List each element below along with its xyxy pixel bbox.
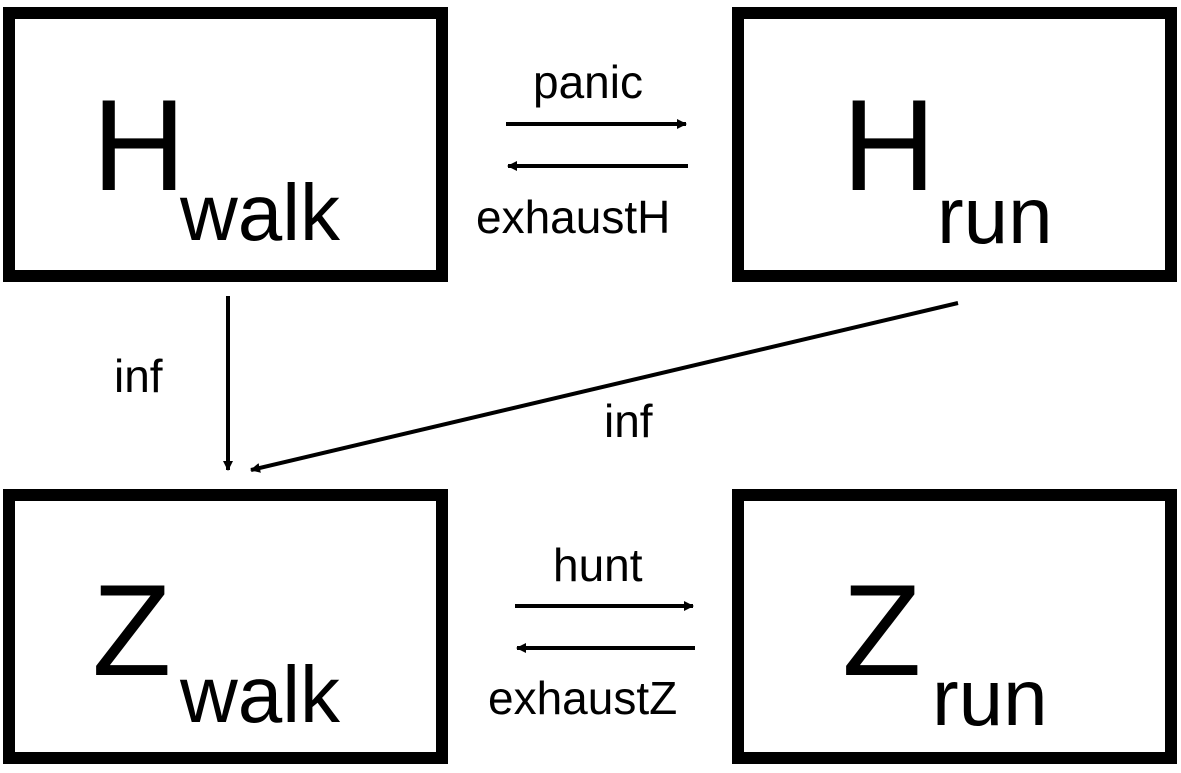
label-exhaust-h: exhaustH: [476, 191, 670, 243]
state-z-walk: Z walk: [3, 489, 448, 764]
transition-panic: panic: [506, 56, 687, 129]
state-z-run-main: Z: [842, 557, 921, 703]
state-h-walk-sub: walk: [179, 168, 341, 257]
transition-hunt: hunt: [515, 539, 694, 611]
label-exhaust-z: exhaustZ: [488, 672, 677, 724]
state-z-walk-main: Z: [92, 557, 171, 703]
label-panic: panic: [533, 56, 643, 108]
state-z-walk-sub: walk: [179, 650, 341, 739]
arrow-inf-run: [250, 301, 959, 473]
state-h-run-box: [732, 7, 1177, 282]
transition-exhaust-z: exhaustZ: [488, 643, 695, 724]
state-h-walk-main: H: [92, 72, 186, 218]
state-z-run: Z run: [732, 489, 1177, 764]
label-inf-walk: inf: [114, 350, 163, 402]
state-z-run-box: [732, 489, 1177, 764]
label-inf-run: inf: [604, 395, 653, 447]
state-z-walk-box: [3, 489, 448, 764]
label-hunt: hunt: [553, 539, 643, 591]
state-h-walk-box: [3, 7, 448, 282]
state-z-run-sub: run: [932, 653, 1048, 742]
transition-inf-run: inf: [250, 301, 959, 473]
transition-exhaust-h: exhaustH: [476, 161, 688, 243]
state-h-run: H run: [732, 7, 1177, 282]
state-h-walk: H walk: [3, 7, 448, 282]
transition-inf-walk: inf: [114, 296, 233, 471]
state-h-run-sub: run: [937, 171, 1053, 260]
state-h-run-main: H: [842, 72, 936, 218]
